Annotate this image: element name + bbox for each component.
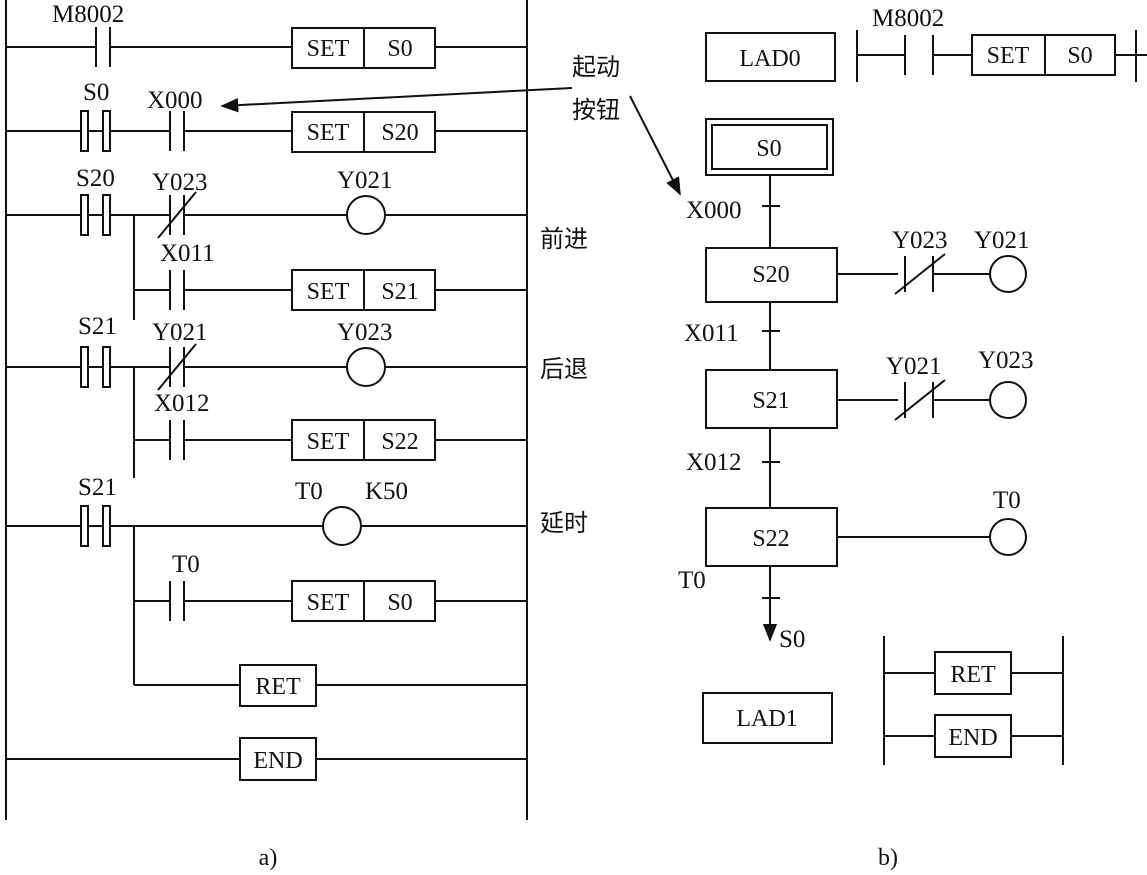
coil xyxy=(989,381,1027,419)
note-reverse: 后退 xyxy=(540,356,588,383)
callout-arrow-sfc xyxy=(629,95,681,196)
end-label: END xyxy=(948,725,997,751)
set-target: S21 xyxy=(381,279,418,305)
label-branch-contact: X011 xyxy=(160,240,215,267)
set-target: S20 xyxy=(381,120,418,146)
label-step: S20 xyxy=(76,165,115,192)
rung-s20 xyxy=(6,191,527,320)
lad1-label: LAD1 xyxy=(736,706,797,732)
label-m8002: M8002 xyxy=(52,1,124,28)
panel-b-labels: LAD0 M8002 SET S0 S0 X000 S20 Y023 Y021 … xyxy=(678,5,1093,871)
coil xyxy=(989,255,1027,293)
rung-s21-reverse xyxy=(6,343,527,478)
rung-end xyxy=(6,737,527,781)
set-target: S0 xyxy=(387,590,412,616)
caption-a: a) xyxy=(259,845,278,871)
set-target: S22 xyxy=(381,429,418,455)
panel-b-sfc xyxy=(702,30,1147,765)
label-contact: Y021 xyxy=(152,319,208,346)
label-coil: Y021 xyxy=(974,227,1030,254)
panel-a-labels: M8002 SET S0 S0 X000 SET S20 S20 Y023 Y0… xyxy=(52,1,620,871)
set-label: SET xyxy=(987,43,1030,69)
transition-label: T0 xyxy=(678,567,706,594)
transition-label: X000 xyxy=(686,197,742,224)
label-branch-contact: X012 xyxy=(154,390,210,417)
initial-step-label: S0 xyxy=(756,136,781,162)
set-target: S0 xyxy=(1067,43,1092,69)
transition-label: X011 xyxy=(684,320,739,347)
coil xyxy=(346,195,386,235)
note-delay: 延时 xyxy=(540,510,588,537)
rung-s0 xyxy=(6,110,527,153)
initial-step-inner xyxy=(711,124,828,170)
step-label: S21 xyxy=(752,388,789,414)
lad1-box xyxy=(702,692,833,744)
label-contact: Y023 xyxy=(892,227,948,254)
step-label: S22 xyxy=(752,526,789,552)
ret-label: RET xyxy=(950,662,996,688)
set-label: SET xyxy=(307,36,350,62)
set-label: SET xyxy=(307,120,350,146)
label-coil: Y023 xyxy=(978,347,1034,374)
coil xyxy=(346,347,386,387)
label-step: S21 xyxy=(78,474,117,501)
label-timer: T0 xyxy=(993,487,1021,514)
label-timer-k: K50 xyxy=(365,478,408,505)
callout-button: 按钮 xyxy=(572,97,620,124)
callout-start: 起动 xyxy=(572,54,620,81)
set-label: SET xyxy=(307,590,350,616)
caption-b: b) xyxy=(878,845,898,871)
timer-coil xyxy=(322,506,362,546)
label-x000: X000 xyxy=(147,87,203,114)
lad0-label: LAD0 xyxy=(739,46,800,72)
label-contact: Y021 xyxy=(886,353,942,380)
lad0-box xyxy=(705,32,836,82)
jump-target-label: S0 xyxy=(779,626,805,653)
ret-label: RET xyxy=(255,674,301,700)
label-coil: Y023 xyxy=(337,319,393,346)
set-label: SET xyxy=(307,429,350,455)
set-target: S0 xyxy=(387,36,412,62)
label-step: S21 xyxy=(78,313,117,340)
step-contact xyxy=(80,110,89,152)
end-label: END xyxy=(253,748,302,774)
rung-s21-timer xyxy=(6,505,527,707)
label-contact: Y023 xyxy=(152,169,208,196)
label-m8002: M8002 xyxy=(872,5,944,32)
label-branch-contact: T0 xyxy=(172,551,200,578)
panel-a-ladder xyxy=(5,0,681,820)
label-step: S0 xyxy=(83,79,109,106)
transition-label: X012 xyxy=(686,449,742,476)
step-label: S20 xyxy=(752,262,789,288)
set-label: SET xyxy=(307,279,350,305)
timer-coil xyxy=(989,518,1027,556)
label-timer: T0 xyxy=(295,478,323,505)
label-coil: Y021 xyxy=(337,167,393,194)
note-forward: 前进 xyxy=(540,226,588,253)
callout-arrow-x000 xyxy=(220,87,573,113)
rung-m8002 xyxy=(6,27,527,69)
